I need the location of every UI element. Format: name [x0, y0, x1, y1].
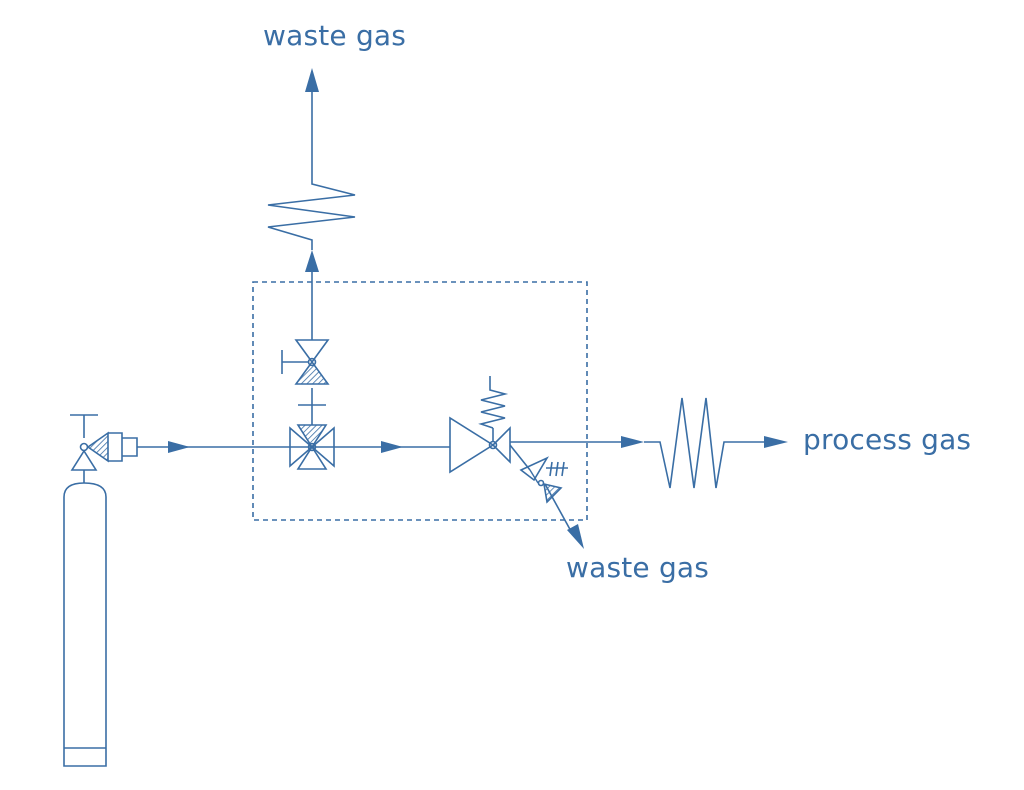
vent-valve-icon	[281, 339, 330, 385]
flow-arrow	[621, 436, 644, 448]
flow-arrow	[305, 250, 319, 272]
relief-valve-icon	[519, 456, 568, 504]
panel-boundary	[252, 281, 588, 521]
flow-arrow	[381, 441, 403, 453]
flow-arrow	[168, 441, 190, 453]
flow-arrow	[567, 524, 584, 549]
flow-arrow	[305, 68, 319, 92]
cylinder-valve-icon	[70, 414, 138, 471]
process-coil-icon	[644, 397, 768, 489]
four-way-valve-icon	[289, 424, 335, 470]
gas-cylinder-icon	[63, 470, 107, 767]
process-gas-label: process gas	[803, 423, 972, 456]
waste-gas-top-label: waste gas	[263, 19, 407, 52]
vent-coil-icon	[267, 90, 356, 250]
waste-gas-bottom-label: waste gas	[566, 551, 710, 584]
pressure-regulator-icon	[449, 376, 511, 474]
flow-arrow	[764, 436, 788, 448]
